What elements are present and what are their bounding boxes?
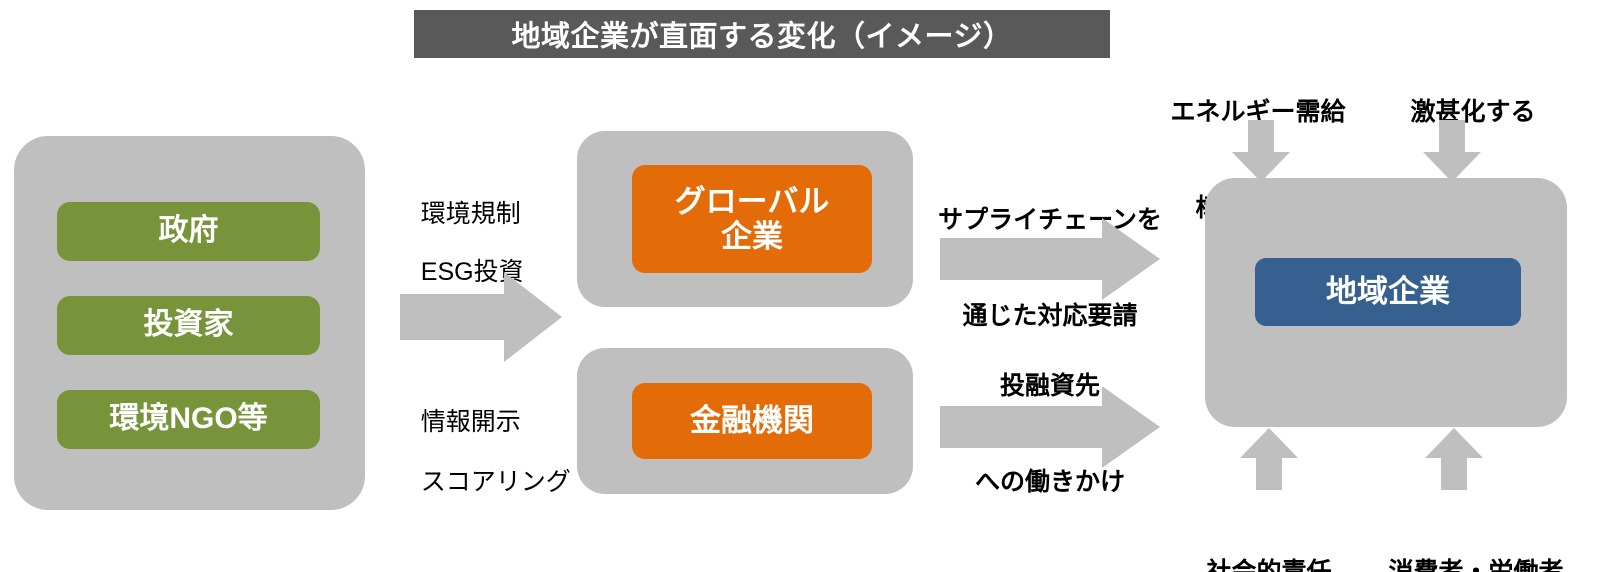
page-title-text: 地域企業が直面する変化（イメージ）	[511, 21, 1013, 53]
center-box-label-line2: 企業	[721, 219, 783, 254]
left-arrow-label-text: 環境規制	[420, 200, 521, 228]
supply-chain-arrow-label: サプライチェーンを 通じた対応要請	[930, 140, 1170, 396]
center-box-global-company[interactable]: グローバル 企業	[632, 165, 872, 273]
center-box-label: 金融機関	[690, 403, 814, 439]
energy-demand-down-arrow	[1232, 120, 1290, 182]
stakeholder-label: 政府	[158, 214, 219, 248]
stakeholder-label: 投資家	[143, 308, 234, 342]
stakeholder-box-investors[interactable]: 投資家	[57, 296, 320, 355]
left-arrow-label-text: 情報開示	[420, 408, 521, 436]
local-company-box[interactable]: 地域企業	[1255, 258, 1521, 326]
left-arrow-label-regulation: 環境規制	[393, 166, 521, 262]
consumer-worker-awareness-factor-label: 消費者・労働者 意識の変化	[1366, 492, 1586, 572]
consumer-worker-awareness-up-arrow	[1425, 428, 1483, 490]
local-company-label: 地域企業	[1326, 274, 1450, 310]
disaster-preparedness-label-line1: 激甚化する	[1410, 98, 1536, 126]
page-title: 地域企業が直面する変化（イメージ）	[414, 10, 1110, 58]
stakeholder-box-government[interactable]: 政府	[57, 202, 320, 261]
center-box-financial-institution[interactable]: 金融機関	[632, 383, 872, 459]
supply-chain-label-line1: サプライチェーンを	[938, 206, 1162, 234]
consumer-worker-label-line1: 消費者・労働者	[1388, 558, 1564, 572]
social-responsibility-label-line1: 社会的責任	[1206, 558, 1332, 572]
finance-influence-label-line2: への働きかけ	[974, 468, 1125, 496]
left-arrow-label-scoring: スコアリング	[393, 434, 571, 530]
stakeholder-label: 環境NGO等	[109, 402, 268, 436]
finance-influence-arrow-label: 投融資先 への働きかけ	[930, 306, 1170, 562]
left-arrow-label-disclosure: 情報開示	[393, 374, 521, 470]
stakeholder-to-company-arrow	[400, 272, 562, 362]
finance-influence-label-line1: 投融資先	[999, 372, 1100, 400]
finance-influence-arrow	[940, 386, 1160, 468]
supply-chain-label-line2: 通じた対応要請	[962, 302, 1138, 330]
left-arrow-label-text: スコアリング	[420, 468, 571, 496]
disaster-preparedness-down-arrow	[1423, 120, 1481, 182]
social-responsibility-up-arrow	[1240, 428, 1298, 490]
center-box-label-line1: グローバル	[674, 183, 830, 219]
supply-chain-arrow	[940, 218, 1160, 300]
stakeholder-box-environmental-ngo[interactable]: 環境NGO等	[57, 390, 320, 449]
social-responsibility-factor-label: 社会的責任	[1178, 492, 1360, 572]
